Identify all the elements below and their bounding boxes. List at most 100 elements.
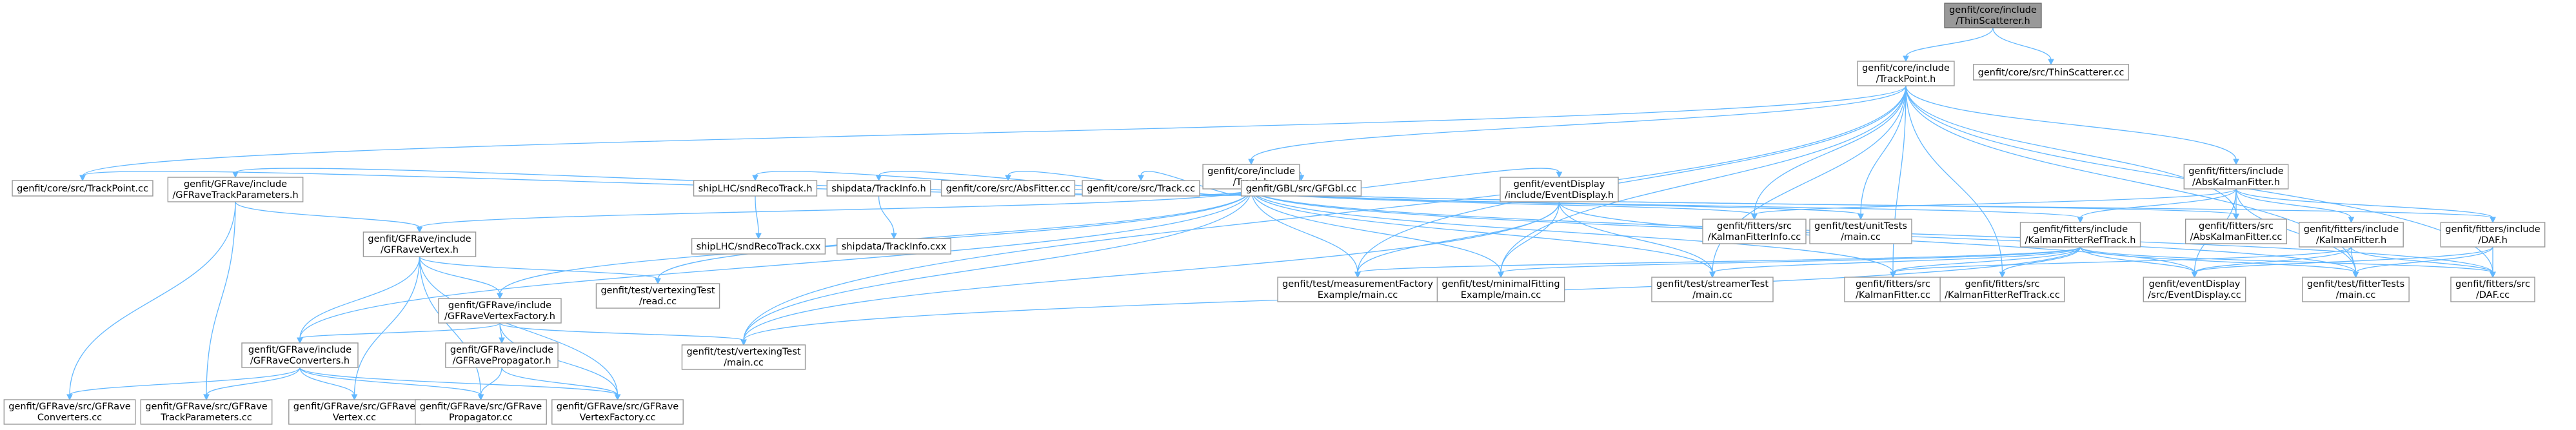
file-node[interactable]: genfit/test/fitterTests/main.cc [2302,277,2410,302]
node-label: genfit/fitters/include [2445,224,2540,235]
node-label: /src/EventDisplay.cc [2148,290,2241,300]
file-node[interactable]: genfit/core/src/AbsFitter.cc [940,180,1076,197]
dependency-edge [755,195,762,240]
file-node[interactable]: shipLHC/sndRecoTrack.h [693,180,818,197]
file-node[interactable]: genfit/fitters/src/KalmanFitterRefTrack.… [1939,277,2065,302]
dependency-edge [299,367,621,401]
dependency-edge [2077,188,2237,224]
dependency-edge [235,201,423,233]
arrowhead [1999,271,2006,279]
arrowhead [1354,271,1361,279]
file-node[interactable]: genfit/GFRave/src/GFRaveConverters.cc [3,399,136,425]
node-label: /main.cc [2336,290,2376,300]
file-node[interactable]: genfit/GFRave/include/GFRaveTrackParamet… [167,177,304,202]
file-node[interactable]: genfit/fitters/src/KalmanFitter.cc [1844,277,1942,302]
node-label: Example/main.cc [1461,290,1541,300]
node-label: genfit/GFRave/src/GFRave [420,402,542,412]
node-label: shipdata/TrackInfo.cxx [842,242,947,252]
file-node[interactable]: shipdata/TrackInfo.h [826,180,931,197]
node-label: /GFRaveTrackParameters.h [172,190,298,200]
file-node[interactable]: genfit/test/measurementFactoryExample/ma… [1277,277,1438,302]
file-node[interactable]: genfit/core/src/TrackPoint.cc [12,180,154,197]
file-node[interactable]: genfit/test/vertexingTest/read.cc [595,283,720,309]
node-label: /AbsKalmanFitter.h [2192,177,2280,188]
node-label: Propagator.cc [449,413,513,423]
node-label: /include/EventDisplay.h [1505,190,1614,200]
node-label: genfit/GFRave/include [448,300,551,311]
node-label: genfit/GBL/src/GFGbl.cc [1246,184,1357,194]
dependency-edge [1751,188,2237,220]
file-node[interactable]: genfit/fitters/include/DAF.h [2440,222,2546,248]
arrowhead [752,175,758,182]
dependency-edge [66,367,301,401]
file-node[interactable]: genfit/GFRave/src/GFRaveVertexFactory.cc [551,399,684,425]
node-label: Vertex.cc [333,413,376,423]
file-node[interactable]: genfit/fitters/include/AbsKalmanFitter.h [2183,164,2289,190]
node-label: /DAF.cc [2476,290,2510,300]
node-label: genfit/core/include [1949,5,2037,15]
node-label: genfit/test/measurementFactory [1282,279,1433,289]
node-label: genfit/fitters/include [2188,166,2283,177]
file-node[interactable]: genfit/core/include/TrackPoint.h [1857,61,1955,86]
file-node[interactable]: genfit/core/src/ThinScatterer.cc [1972,64,2130,81]
arrowhead [2077,217,2084,224]
node-label: /KalmanFitterRefTrack.cc [1945,290,2060,300]
file-node[interactable]: genfit/GFRave/include/GFRaveVertexFactor… [438,298,562,324]
node-label: /KalmanFitter.cc [1856,290,1930,300]
file-node[interactable]: genfit/GFRave/src/GFRavePropagator.cc [415,399,547,425]
file-node[interactable]: genfit/eventDisplay/include/EventDisplay… [1500,177,1619,202]
arrowhead [2233,213,2239,220]
dependency-edge [1890,246,2352,279]
arrowhead [2048,59,2054,66]
node-label: genfit/GFRave/include [248,345,352,355]
file-node[interactable]: genfit/GFRave/src/GFRaveVertex.cc [288,399,421,425]
arrowhead [416,226,423,233]
file-node[interactable]: genfit/GFRave/include/GFRaveVertex.h [362,231,477,257]
arrowhead [1858,213,1864,220]
file-node[interactable]: genfit/eventDisplay/src/EventDisplay.cc [2143,277,2246,302]
root-file-node[interactable]: genfit/core/include/ThinScatterer.h [1944,3,2042,28]
file-node[interactable]: genfit/GBL/src/GFGbl.cc [1240,180,1362,197]
node-label: shipdata/TrackInfo.h [831,184,926,194]
arrowhead [497,293,503,300]
file-node[interactable]: genfit/GFRave/include/GFRaveConverters.h [241,342,359,368]
file-node[interactable]: genfit/fitters/src/DAF.cc [2450,277,2535,302]
dependency-edge [2350,246,2496,279]
arrowhead [232,171,239,179]
file-node[interactable]: genfit/test/minimalFittingExample/main.c… [1436,277,1565,302]
dependency-edge [1999,246,2081,279]
dependency-edge [655,188,1252,285]
file-node[interactable]: shipdata/TrackInfo.cxx [837,238,951,255]
file-node[interactable]: genfit/test/vertexingTest/main.cc [681,344,806,370]
file-node[interactable]: genfit/test/streamerTest/main.cc [1651,277,1774,302]
file-node[interactable]: genfit/fitters/include/KalmanFitterRefTr… [2019,222,2141,248]
dependency-edge [2235,188,2496,224]
dependency-edge [1905,85,2239,220]
arrowhead [2191,271,2198,279]
dependency-edge [299,367,358,401]
node-label: genfit/GFRave/src/GFRave [293,402,415,412]
file-node[interactable]: genfit/GFRave/include/GFRavePropagator.h [445,342,559,368]
arrowhead [203,394,210,401]
dependency-edge [499,322,747,346]
file-node[interactable]: genfit/GFRave/src/GFRaveTrackParameters.… [140,399,273,425]
file-node[interactable]: genfit/test/unitTests/main.cc [1809,219,1912,244]
dependency-edge [2235,188,2355,224]
arrowhead [1903,55,1909,63]
node-label: genfit/GFRave/include [450,345,553,355]
arrowhead [655,278,661,285]
dependency-edge [1251,188,2496,224]
node-label: genfit/test/minimalFitting [1442,279,1560,289]
file-node[interactable]: genfit/fitters/include/KalmanFitter.h [2299,222,2404,248]
node-label: /main.cc [724,358,764,368]
dependency-edge [297,256,421,344]
file-node[interactable]: shipLHC/sndRecoTrack.cxx [691,238,826,255]
node-label: /KalmanFitter.h [2316,235,2386,246]
dependency-edge [1709,246,2081,279]
node-label: genfit/core/include [1207,166,1295,177]
file-node[interactable]: genfit/fitters/src/KalmanFitterInfo.cc [1702,219,1807,244]
file-node[interactable]: genfit/fitters/src/AbsKalmanFitter.cc [2185,219,2288,244]
dependency-edge [1903,27,1994,63]
file-node[interactable]: genfit/core/src/Track.cc [1082,180,1200,197]
